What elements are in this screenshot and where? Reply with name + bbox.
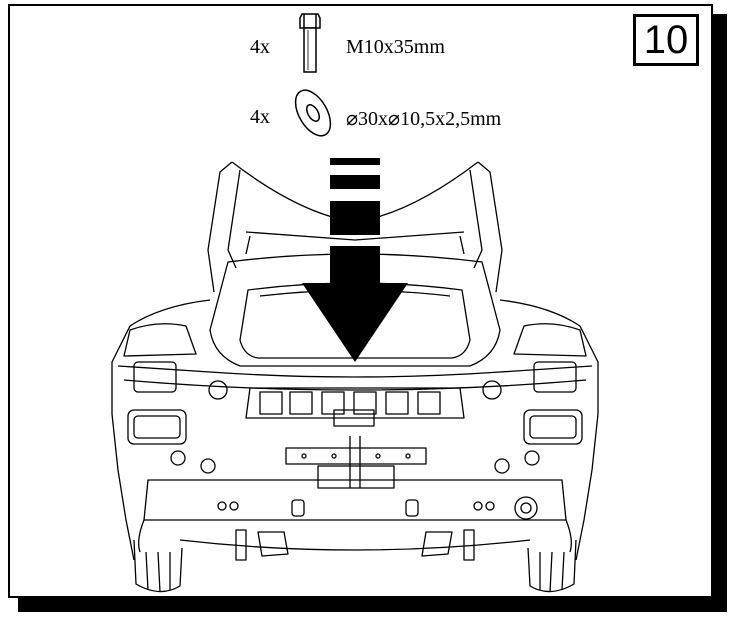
washer-quantity: 4x	[250, 106, 270, 128]
step-number-box: 10	[633, 14, 699, 66]
down-arrow-icon	[302, 158, 408, 362]
bolt-icon	[299, 13, 321, 73]
bolt-quantity: 4x	[250, 36, 270, 58]
bolt-spec: M10x35mm	[346, 36, 445, 58]
washer-spec: ⌀30x⌀10,5x2,5mm	[346, 108, 502, 130]
step-number: 10	[643, 18, 689, 62]
washer-icon	[294, 89, 332, 137]
car-rear-drawing	[111, 161, 599, 593]
